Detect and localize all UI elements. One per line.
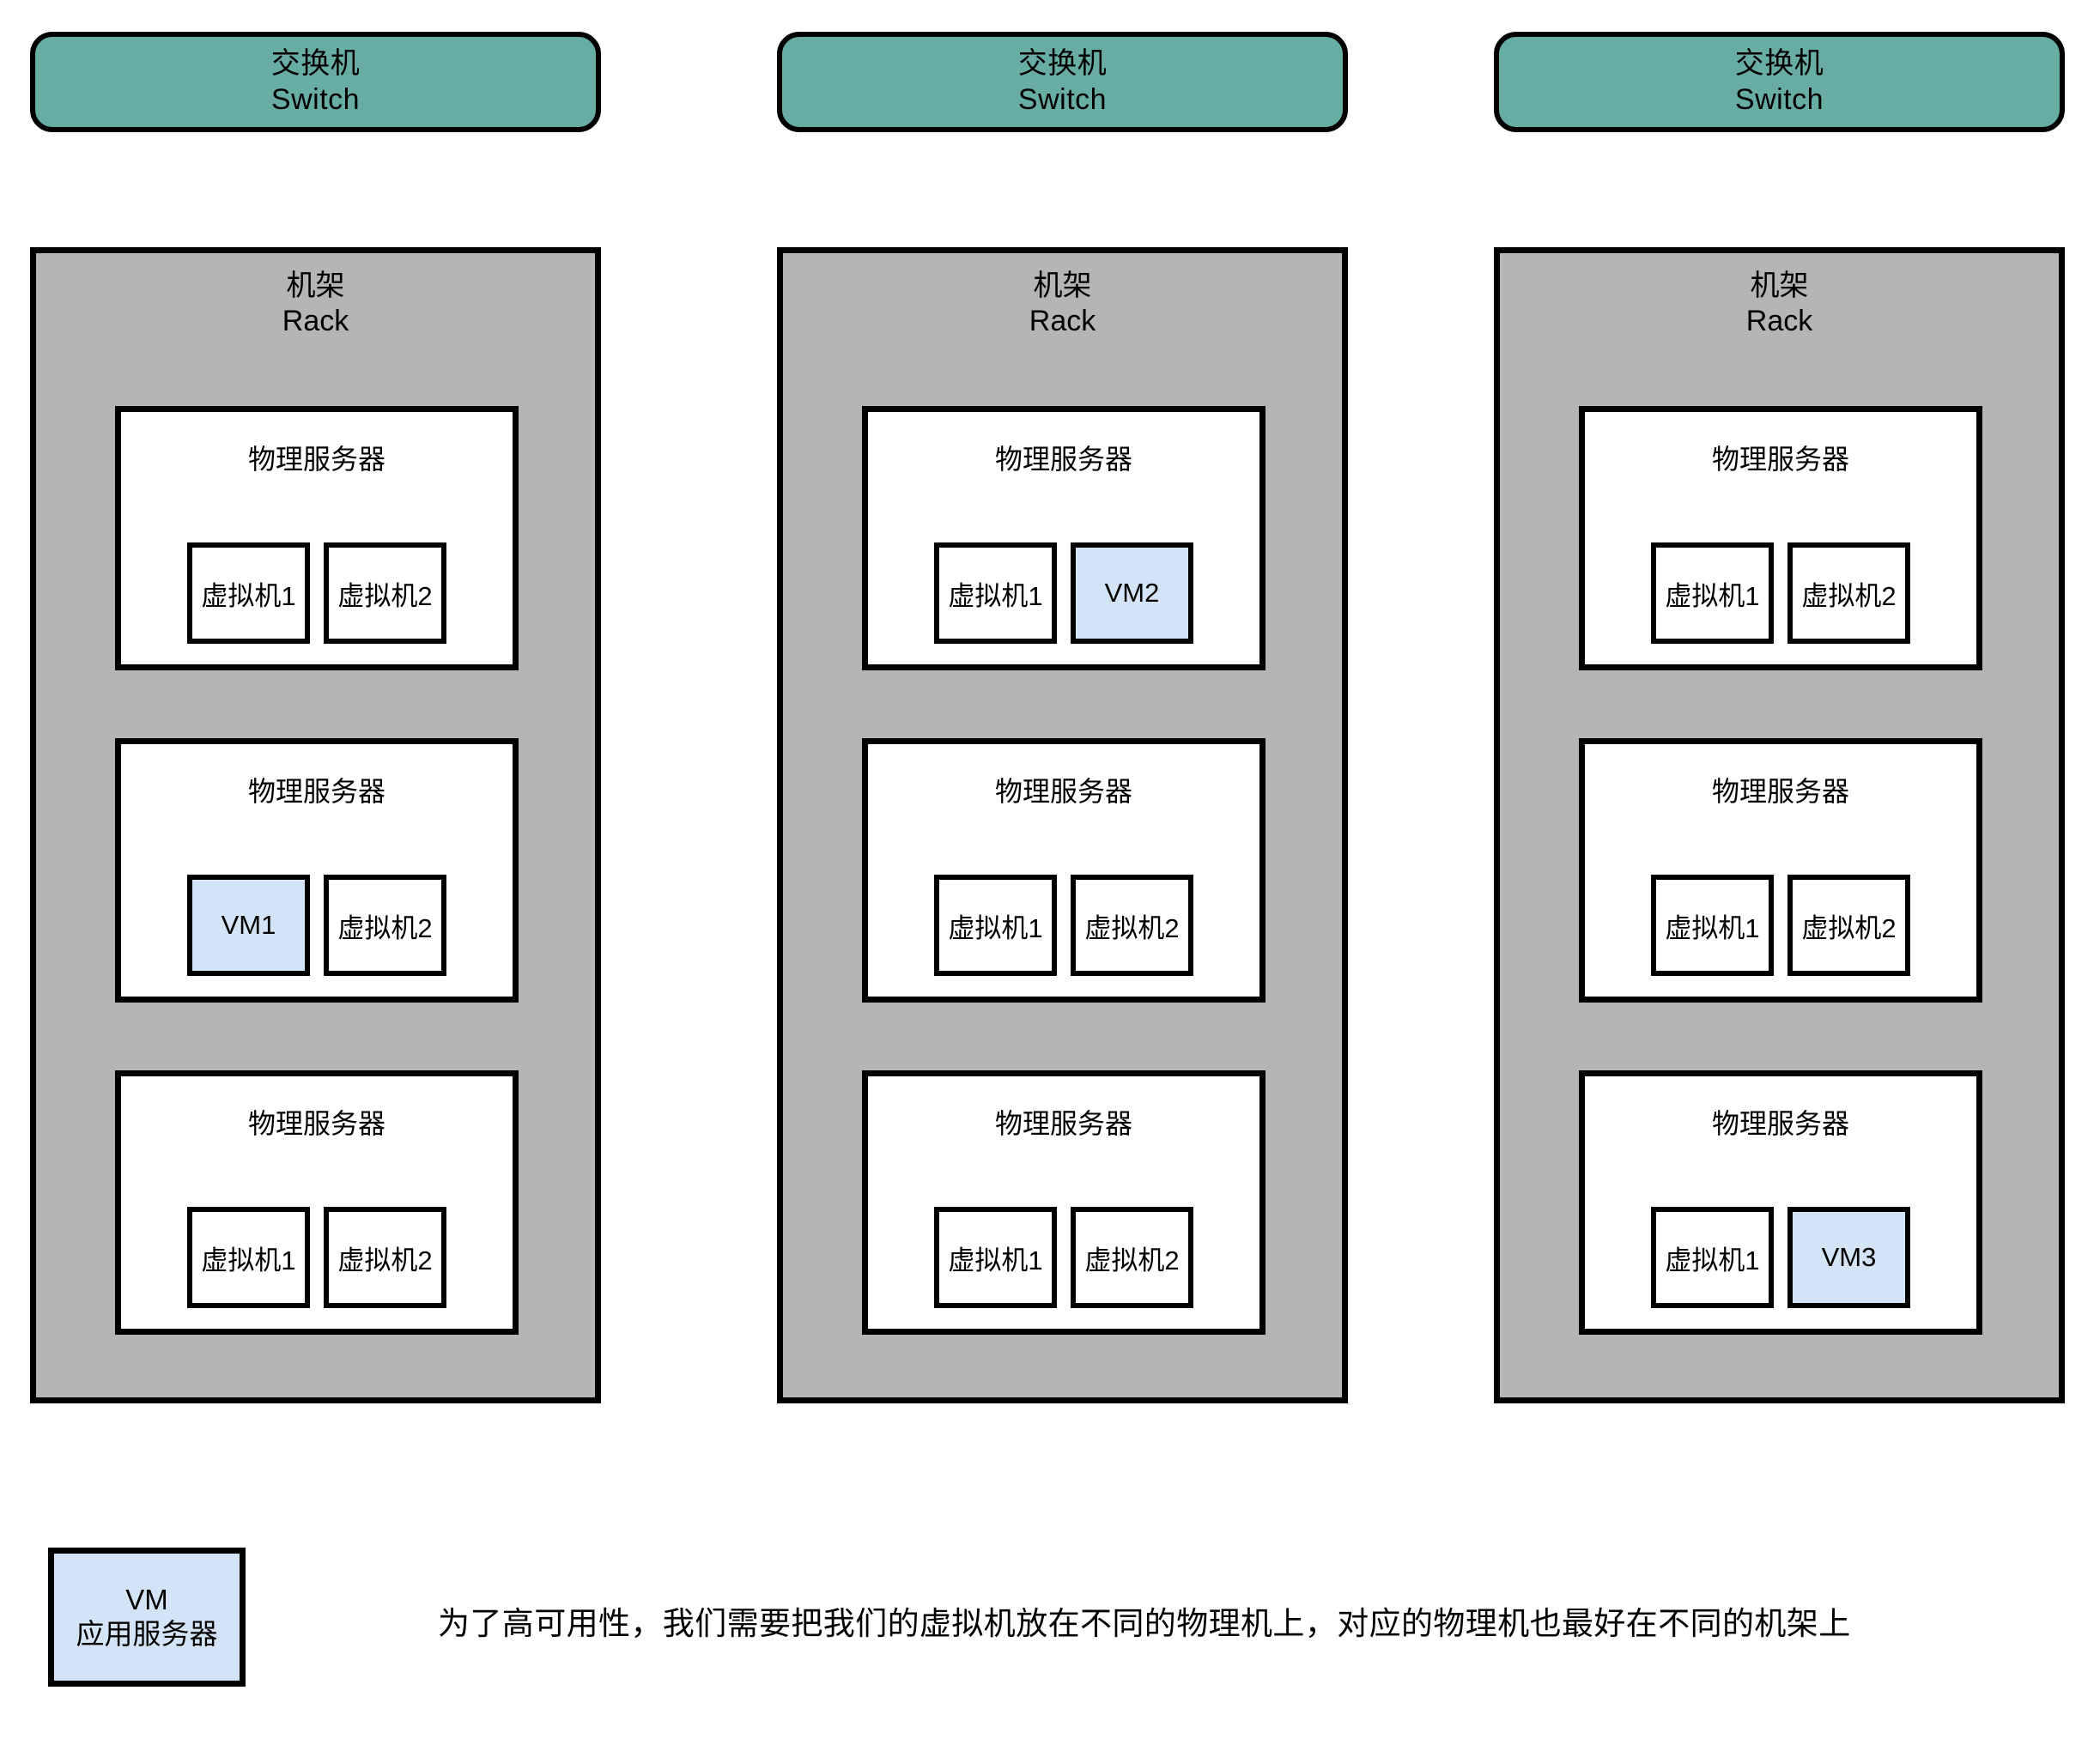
switch-label-en: Switch <box>1017 82 1108 116</box>
switch-label-cn: 交换机 <box>1734 47 1824 81</box>
physical-server-label: 物理服务器 <box>247 1108 385 1139</box>
vm-row: 虚拟机1 虚拟机2 <box>1585 542 1976 644</box>
physical-server-box[interactable]: 物理服务器 虚拟机1 VM2 <box>862 406 1265 670</box>
physical-server-label: 物理服务器 <box>1711 1108 1849 1139</box>
vm-box[interactable]: 虚拟机2 <box>1787 875 1910 976</box>
physical-server-label: 物理服务器 <box>1711 776 1849 807</box>
caption-text: 为了高可用性，我们需要把我们的虚拟机放在不同的物理机上，对应的物理机也最好在不同… <box>438 1606 1851 1641</box>
vm-box[interactable]: 虚拟机1 <box>187 1207 310 1308</box>
vm-box[interactable]: 虚拟机1 <box>934 875 1057 976</box>
vm-row: 虚拟机1 虚拟机2 <box>868 875 1259 976</box>
vm-box[interactable]: 虚拟机2 <box>324 542 446 644</box>
physical-server-box[interactable]: 物理服务器 虚拟机1 虚拟机2 <box>862 1070 1265 1335</box>
physical-server-box[interactable]: 物理服务器 虚拟机1 虚拟机2 <box>1579 738 1982 1003</box>
vm-box[interactable]: 虚拟机1 <box>934 542 1057 644</box>
physical-server-label: 物理服务器 <box>247 776 385 807</box>
vm-box[interactable]: 虚拟机1 <box>1651 542 1774 644</box>
switch-label-cn: 交换机 <box>1017 47 1108 81</box>
rack-title-1: 机架 Rack <box>36 269 595 340</box>
rack-label-cn: 机架 <box>286 270 345 302</box>
vm-row: VM1 虚拟机2 <box>121 875 513 976</box>
rack-box-2[interactable]: 机架 Rack 物理服务器 虚拟机1 VM2 物理服务器 虚拟机1 虚拟机2 物… <box>777 247 1348 1403</box>
rack-label-cn: 机架 <box>1033 270 1092 302</box>
vm-row: 虚拟机1 虚拟机2 <box>121 1207 513 1308</box>
physical-server-box[interactable]: 物理服务器 虚拟机1 虚拟机2 <box>115 406 519 670</box>
physical-server-label: 物理服务器 <box>247 444 385 475</box>
physical-server-label: 物理服务器 <box>994 776 1132 807</box>
vm-box-highlighted[interactable]: VM3 <box>1787 1207 1910 1308</box>
vm-row: 虚拟机1 虚拟机2 <box>868 1207 1259 1308</box>
vm-box[interactable]: 虚拟机1 <box>187 542 310 644</box>
physical-server-label: 物理服务器 <box>1711 444 1849 475</box>
rack-box-3[interactable]: 机架 Rack 物理服务器 虚拟机1 虚拟机2 物理服务器 虚拟机1 虚拟机2 … <box>1494 247 2065 1403</box>
physical-server-box[interactable]: 物理服务器 虚拟机1 虚拟机2 <box>115 1070 519 1335</box>
physical-server-label: 物理服务器 <box>994 444 1132 475</box>
rack-column-2: 交换机 Switch 机架 Rack 物理服务器 虚拟机1 VM2 物理服务器 … <box>777 0 1348 1442</box>
rack-label-en: Rack <box>282 305 349 338</box>
switch-label-cn: 交换机 <box>270 47 361 81</box>
legend-label-app-server: 应用服务器 <box>76 1618 218 1650</box>
switch-label-en: Switch <box>1734 82 1824 116</box>
switch-box-3[interactable]: 交换机 Switch <box>1494 32 2065 132</box>
rack-title-3: 机架 Rack <box>1500 269 2059 340</box>
switch-label-en: Switch <box>270 82 361 116</box>
rack-label-en: Rack <box>1745 305 1813 338</box>
vm-box[interactable]: 虚拟机2 <box>1787 542 1910 644</box>
legend-label-vm: VM <box>125 1584 168 1616</box>
physical-server-box[interactable]: 物理服务器 VM1 虚拟机2 <box>115 738 519 1003</box>
vm-row: 虚拟机1 VM3 <box>1585 1207 1976 1308</box>
vm-box[interactable]: 虚拟机1 <box>934 1207 1057 1308</box>
rack-title-2: 机架 Rack <box>783 269 1342 340</box>
switch-box-1[interactable]: 交换机 Switch <box>30 32 601 132</box>
vm-box-highlighted[interactable]: VM2 <box>1071 542 1193 644</box>
vm-row: 虚拟机1 虚拟机2 <box>1585 875 1976 976</box>
physical-server-box[interactable]: 物理服务器 虚拟机1 虚拟机2 <box>862 738 1265 1003</box>
legend-vm-app-server: VM 应用服务器 <box>48 1548 246 1687</box>
physical-server-box[interactable]: 物理服务器 虚拟机1 VM3 <box>1579 1070 1982 1335</box>
vm-box[interactable]: 虚拟机2 <box>324 1207 446 1308</box>
rack-box-1[interactable]: 机架 Rack 物理服务器 虚拟机1 虚拟机2 物理服务器 VM1 虚拟机2 物… <box>30 247 601 1403</box>
vm-row: 虚拟机1 VM2 <box>868 542 1259 644</box>
rack-label-en: Rack <box>1029 305 1096 338</box>
rack-label-cn: 机架 <box>1750 270 1809 302</box>
vm-box-highlighted[interactable]: VM1 <box>187 875 310 976</box>
vm-box[interactable]: 虚拟机1 <box>1651 1207 1774 1308</box>
rack-column-3: 交换机 Switch 机架 Rack 物理服务器 虚拟机1 虚拟机2 物理服务器… <box>1494 0 2065 1442</box>
vm-box[interactable]: 虚拟机2 <box>324 875 446 976</box>
physical-server-label: 物理服务器 <box>994 1108 1132 1139</box>
vm-box[interactable]: 虚拟机2 <box>1071 875 1193 976</box>
vm-box[interactable]: 虚拟机2 <box>1071 1207 1193 1308</box>
rack-column-1: 交换机 Switch 机架 Rack 物理服务器 虚拟机1 虚拟机2 物理服务器… <box>30 0 601 1442</box>
vm-box[interactable]: 虚拟机1 <box>1651 875 1774 976</box>
vm-row: 虚拟机1 虚拟机2 <box>121 542 513 644</box>
physical-server-box[interactable]: 物理服务器 虚拟机1 虚拟机2 <box>1579 406 1982 670</box>
switch-box-2[interactable]: 交换机 Switch <box>777 32 1348 132</box>
